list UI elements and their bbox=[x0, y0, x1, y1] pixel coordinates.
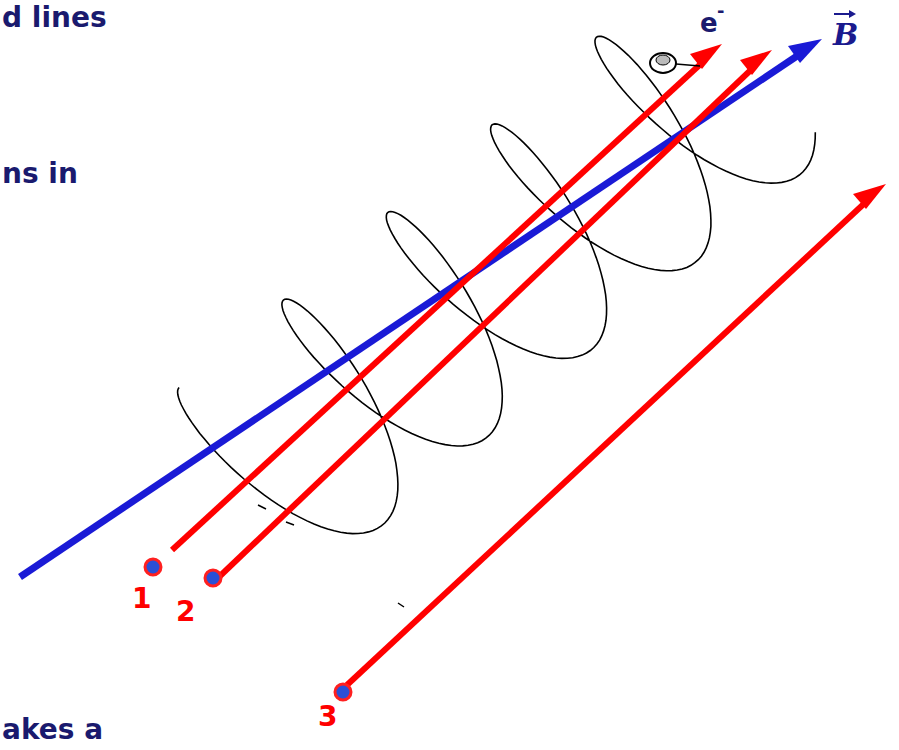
red-arrow bbox=[172, 60, 705, 550]
red-arrowhead bbox=[853, 184, 886, 209]
start-dot bbox=[335, 684, 351, 700]
sketch-mark bbox=[258, 505, 404, 607]
field-label: B bbox=[833, 20, 858, 50]
red-arrow bbox=[220, 66, 755, 576]
vector-arrow bbox=[834, 10, 856, 18]
cut-text: ns in bbox=[2, 160, 78, 188]
charge-sign: - bbox=[717, 2, 724, 20]
cut-text: d lines bbox=[2, 4, 107, 32]
callout-number: 1 bbox=[132, 585, 151, 613]
cut-text: akes a bbox=[2, 716, 103, 744]
field-line bbox=[20, 54, 800, 577]
callout-number: 3 bbox=[318, 703, 337, 731]
red-arrowhead bbox=[740, 50, 772, 75]
particle-label: e bbox=[700, 10, 718, 36]
electron-symbol bbox=[650, 53, 700, 73]
callout-number: 2 bbox=[176, 598, 195, 626]
start-dot bbox=[145, 559, 161, 575]
field-arrowhead bbox=[788, 39, 822, 63]
red-arrow bbox=[347, 200, 868, 685]
start-dot bbox=[205, 570, 221, 586]
